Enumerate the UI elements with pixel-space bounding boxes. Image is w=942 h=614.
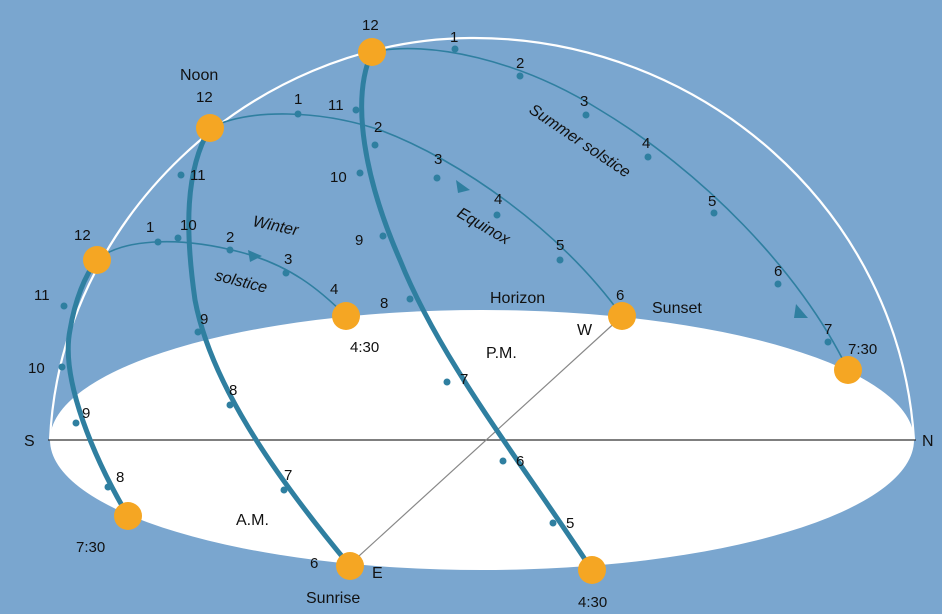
summer-pm-path bbox=[371, 47, 849, 371]
equinox-sunrise-hour: 6 bbox=[310, 555, 318, 572]
horizon-label: Horizon bbox=[490, 290, 545, 307]
summer-hour-5: 5 bbox=[566, 515, 574, 532]
south-label: S bbox=[24, 433, 35, 450]
north-label: N bbox=[922, 433, 934, 450]
summer-sunset-time: 7:30 bbox=[848, 341, 877, 358]
summer-noon-sun-icon bbox=[358, 38, 386, 66]
sunset-label: Sunset bbox=[652, 300, 702, 317]
equinox-hour-10: 10 bbox=[180, 217, 197, 234]
summer-hour-9: 9 bbox=[355, 232, 363, 249]
equinox-hour-9: 9 bbox=[200, 311, 208, 328]
equinox-sunset-sun-icon bbox=[608, 302, 636, 330]
winter-sunset-sun-icon bbox=[332, 302, 360, 330]
pm-label: P.M. bbox=[486, 345, 517, 362]
east-label: E bbox=[372, 565, 383, 582]
hour-markers bbox=[58, 45, 832, 527]
equinox-sunset-hour: 6 bbox=[616, 287, 624, 304]
summer-sunset-sun-icon bbox=[834, 356, 862, 384]
equinox-arrow bbox=[456, 180, 470, 193]
summer-hour-3: 3 bbox=[580, 93, 588, 110]
winter-sunset-time: 4:30 bbox=[350, 339, 379, 356]
summer-hour-6pm: 6 bbox=[774, 263, 782, 280]
winter-noon-hour: 12 bbox=[74, 227, 91, 244]
summer-hour-7: 7 bbox=[460, 371, 468, 388]
winter-sunrise-sun-icon bbox=[114, 502, 142, 530]
summer-sunrise-sun-icon bbox=[578, 556, 606, 584]
equinox-hour-3: 3 bbox=[434, 151, 442, 168]
equinox-noon-sun-icon bbox=[196, 114, 224, 142]
summer-hour-7pm: 7 bbox=[824, 321, 832, 338]
equinox-sunrise-sun-icon bbox=[336, 552, 364, 580]
summer-hour-labels: 4:30 5 6 7 8 9 10 11 12 1 2 3 4 5 6 7 7:… bbox=[328, 17, 877, 611]
winter-hour-9: 9 bbox=[82, 405, 90, 422]
winter-sunrise-time: 7:30 bbox=[76, 539, 105, 556]
west-label: W bbox=[577, 322, 593, 339]
winter-hour-1: 1 bbox=[146, 219, 154, 236]
sunrise-label: Sunrise bbox=[306, 590, 360, 607]
winter-hour-10: 10 bbox=[28, 360, 45, 377]
winter-arrow bbox=[248, 250, 262, 262]
summer-hour-11: 11 bbox=[328, 97, 344, 114]
am-label: A.M. bbox=[236, 512, 269, 529]
equinox-hour-2: 2 bbox=[374, 119, 382, 136]
equinox-hour-labels: 6 7 8 9 10 11 12 1 2 3 4 5 6 bbox=[180, 89, 624, 572]
summer-hour-4: 4 bbox=[642, 135, 650, 152]
equinox-hour-7: 7 bbox=[284, 467, 292, 484]
summer-hour-6: 6 bbox=[516, 453, 524, 470]
winter-hour-3: 3 bbox=[284, 251, 292, 268]
winter-am-path bbox=[65, 257, 131, 519]
east-west-axis bbox=[347, 317, 621, 567]
equinox-pm-path bbox=[209, 113, 623, 317]
equinox-hour-1: 1 bbox=[294, 91, 302, 108]
summer-am-path bbox=[359, 49, 595, 573]
celestial-dome bbox=[48, 36, 916, 441]
summer-hour-8: 8 bbox=[380, 295, 388, 312]
equinox-am-path bbox=[186, 125, 353, 569]
summer-sunrise-time: 4:30 bbox=[578, 594, 607, 611]
equinox-hour-5: 5 bbox=[556, 237, 564, 254]
summer-hour-10: 10 bbox=[330, 169, 347, 186]
winter-hour-4: 4 bbox=[330, 281, 338, 298]
summer-arrow bbox=[794, 304, 808, 318]
equinox-hour-8: 8 bbox=[229, 382, 237, 399]
winter-hour-labels: 7:30 8 9 10 11 12 1 2 3 4 4:30 bbox=[28, 219, 379, 556]
winter-hour-8: 8 bbox=[116, 469, 124, 486]
winter-hour-11: 11 bbox=[34, 287, 50, 304]
winter-hour-2: 2 bbox=[226, 229, 234, 246]
equinox-hour-4: 4 bbox=[494, 191, 502, 208]
summer-noon-hour: 12 bbox=[362, 17, 379, 34]
winter-pm-path bbox=[96, 240, 347, 317]
equinox-hour-11: 11 bbox=[190, 167, 206, 184]
summer-hour-1: 1 bbox=[450, 29, 458, 46]
noon-label: Noon bbox=[180, 67, 218, 84]
summer-hour-2: 2 bbox=[516, 55, 524, 72]
winter-noon-sun-icon bbox=[83, 246, 111, 274]
summer-hour-5pm: 5 bbox=[708, 193, 716, 210]
equinox-noon-hour: 12 bbox=[196, 89, 213, 106]
